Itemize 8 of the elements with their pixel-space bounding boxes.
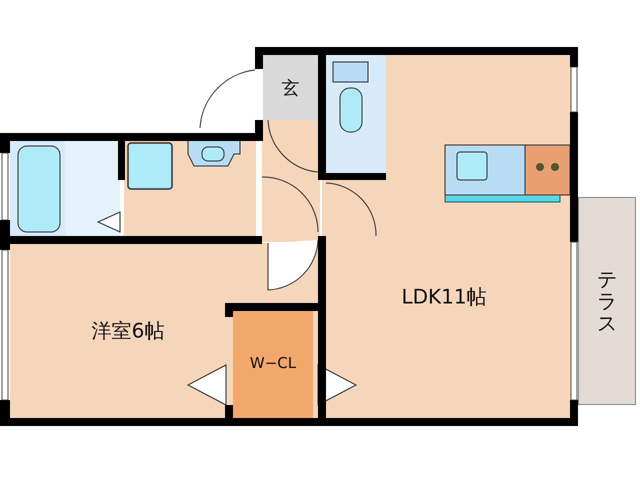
room-label: 玄: [282, 76, 300, 100]
bedroom-area: [10, 243, 320, 419]
room-label: 洋室6帖: [92, 318, 164, 344]
room-label: LDK11帖: [401, 284, 487, 310]
entrance-area: [263, 55, 318, 120]
terrace-area: [578, 197, 636, 405]
room-label: W−CL: [250, 354, 296, 372]
room-label: テラス: [597, 268, 617, 334]
